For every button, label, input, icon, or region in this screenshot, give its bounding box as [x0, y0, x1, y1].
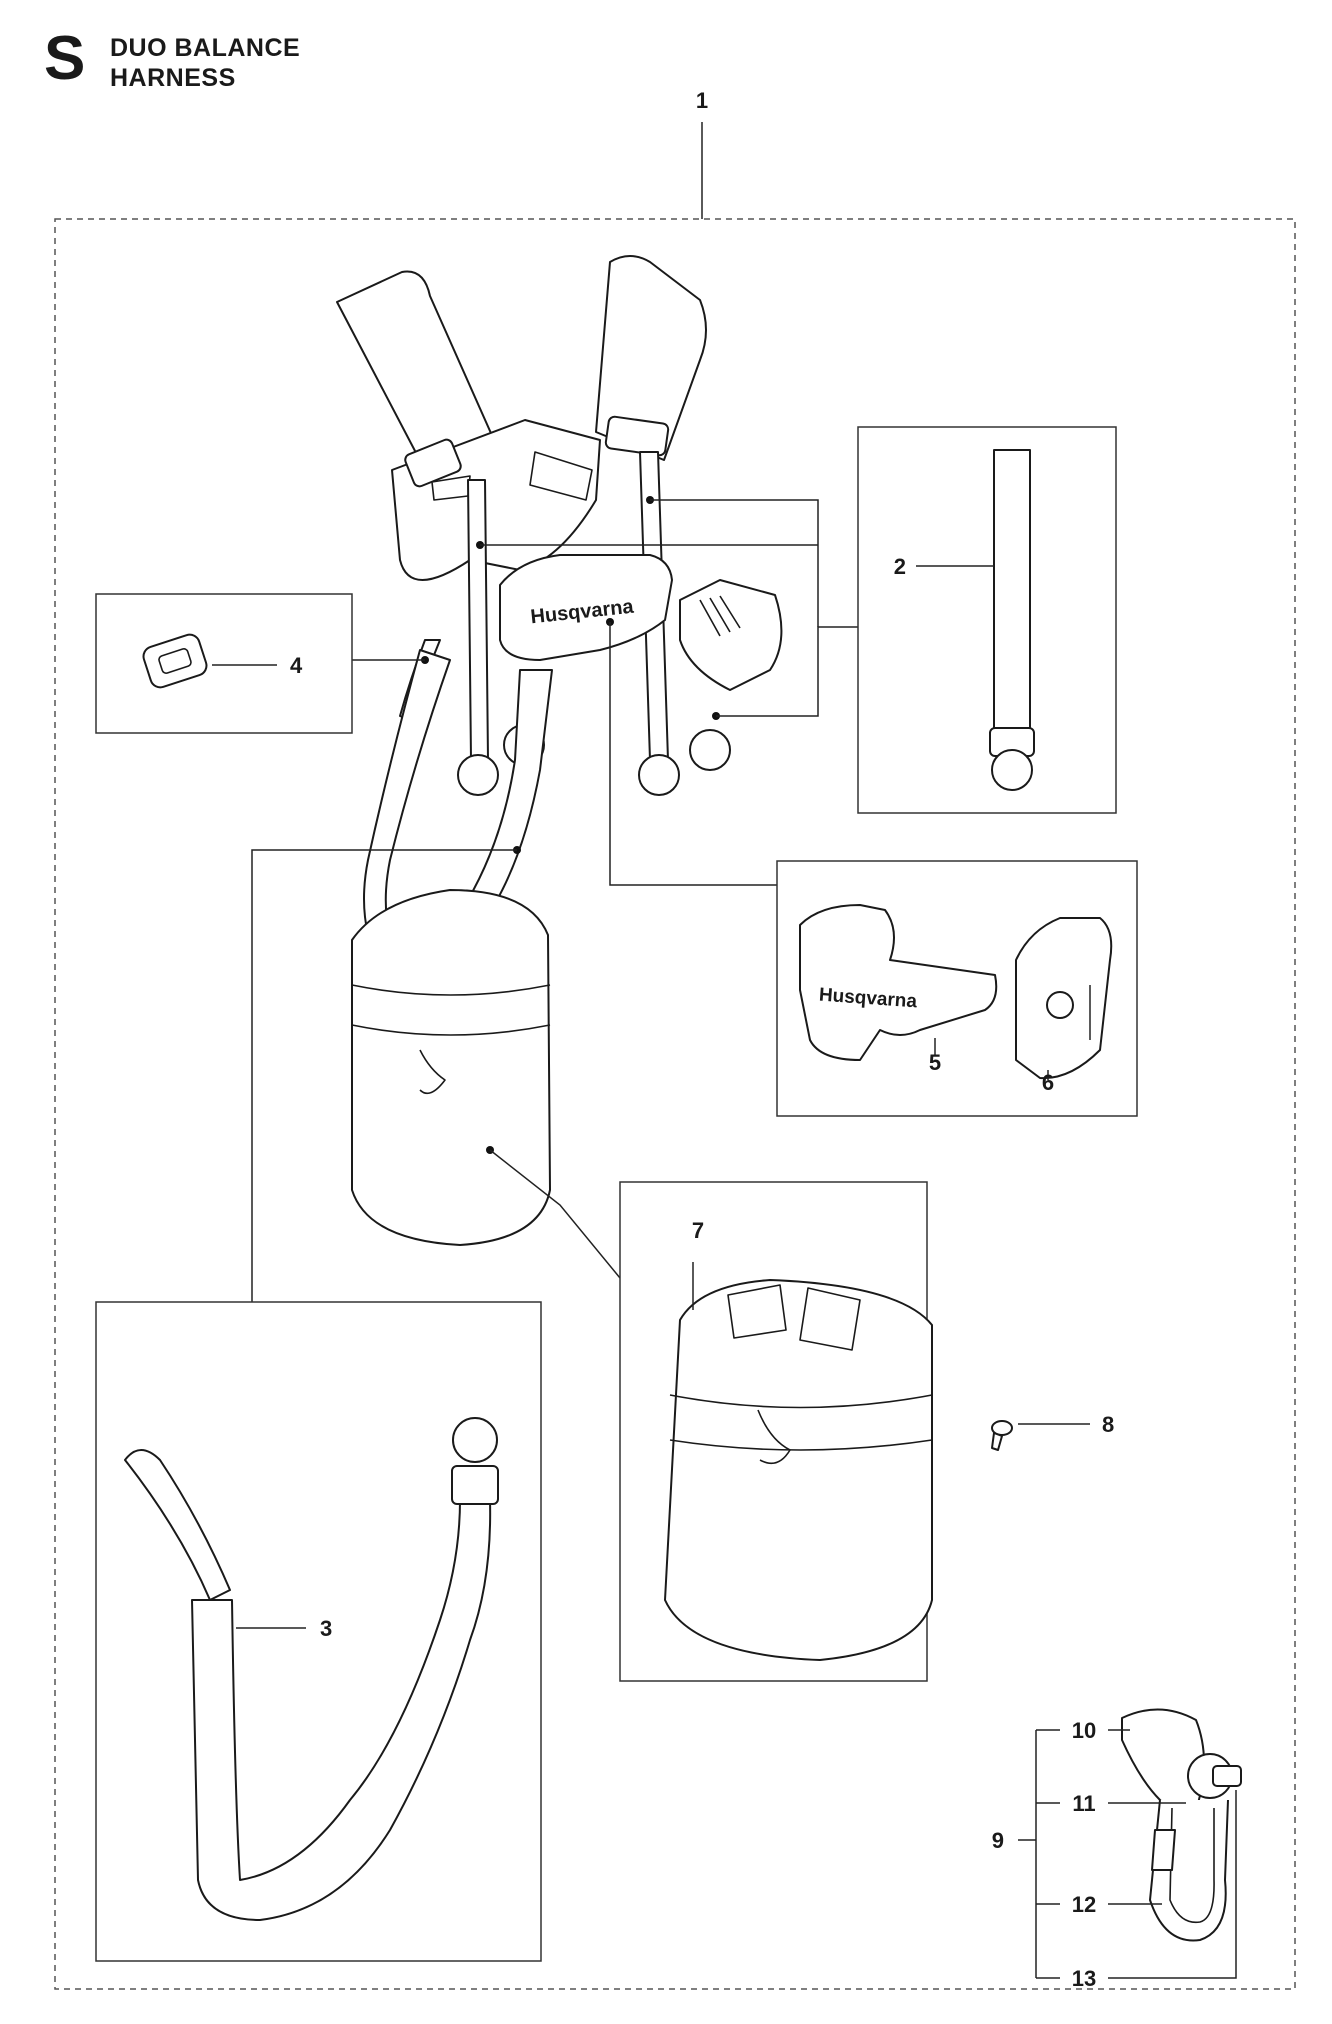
callout-13: 13: [1072, 1966, 1096, 1991]
callout-1: 1: [696, 88, 708, 113]
part-6-clip-hole: [1046, 991, 1074, 1019]
callout-2: 2: [894, 554, 906, 579]
part-7-hip-bag: [664, 1279, 933, 1661]
part-7-strap-loop-left: [727, 1284, 787, 1339]
leader-3: [251, 849, 517, 1302]
harness-main-illustration: Husqvarna: [336, 255, 783, 1246]
part-7-seam-1: [669, 1394, 933, 1409]
strap-ring-1: [457, 754, 499, 796]
part-3-ring: [452, 1417, 498, 1463]
leader-2-upper: [650, 499, 819, 627]
hip-bag-clip: [419, 1049, 446, 1095]
part-3-waist-belt: [191, 1499, 492, 1921]
hip-pad-vents: [699, 595, 741, 637]
callout-3: 3: [320, 1616, 332, 1641]
leader-7: [489, 1149, 621, 1279]
hip-bag-seam-2: [351, 1024, 551, 1036]
detail-box-5-6: [776, 860, 1138, 1117]
part-5-chest-pad: [799, 904, 998, 1061]
left-shoulder-buckle: [404, 438, 462, 488]
hip-bag: [351, 889, 551, 1246]
section-letter: S: [44, 24, 86, 93]
part-8-screw: [991, 1420, 1013, 1451]
part-4-slide-buckle: [142, 633, 208, 689]
left-chest-strap: [467, 479, 489, 761]
callout-7: 7: [692, 1218, 704, 1243]
part-2-strap: [993, 449, 1031, 731]
part-3-end-tip: [124, 1449, 231, 1601]
callout-6: 6: [1042, 1070, 1054, 1095]
part-8-screw-shank: [991, 1432, 1003, 1451]
hip-pad-right: [679, 579, 783, 691]
detail-box-4: [95, 593, 353, 734]
leader-5-6: [609, 622, 777, 886]
part-4-buckle-slot: [158, 648, 192, 674]
chest-pad: [499, 554, 673, 661]
diagram-title-line1: DUO BALANCE: [110, 34, 301, 62]
part-7-seam-2: [669, 1439, 933, 1451]
hip-bag-seam-1: [351, 984, 551, 996]
callout-4: 4: [290, 653, 303, 678]
detail-box-3: [95, 1301, 542, 1962]
callout-9: 9: [992, 1828, 1004, 1853]
part-7-strap-loop-right: [799, 1287, 861, 1351]
part-7-clip: [757, 1409, 791, 1465]
detail-box-2: [857, 426, 1117, 814]
part-12-hook-inner: [1169, 1807, 1215, 1924]
callout-11: 11: [1072, 1791, 1095, 1816]
right-shoulder-buckle: [604, 415, 670, 457]
callout-10: 10: [1072, 1718, 1096, 1743]
leader-2-lower: [716, 626, 858, 717]
part-2-ring: [991, 749, 1033, 791]
part-13-latch: [1151, 1829, 1176, 1871]
leader-13: [1108, 1790, 1237, 1979]
right-shoulder-pad: [595, 255, 707, 461]
callout-12: 12: [1072, 1892, 1096, 1917]
callout-8: 8: [1102, 1412, 1114, 1437]
part-3-buckle: [451, 1465, 499, 1505]
diagram-title-line2: HARNESS: [110, 64, 236, 92]
part-11-bolt: [1212, 1765, 1242, 1787]
left-shoulder-pad: [336, 270, 495, 471]
assembly-frame: [54, 218, 1296, 1990]
callout-5: 5: [929, 1050, 941, 1075]
strap-ring-4: [689, 729, 731, 771]
back-panel-slot: [529, 451, 593, 501]
strap-ring-3: [638, 754, 680, 796]
part-9-carabiner-assembly: [1121, 1708, 1242, 1942]
